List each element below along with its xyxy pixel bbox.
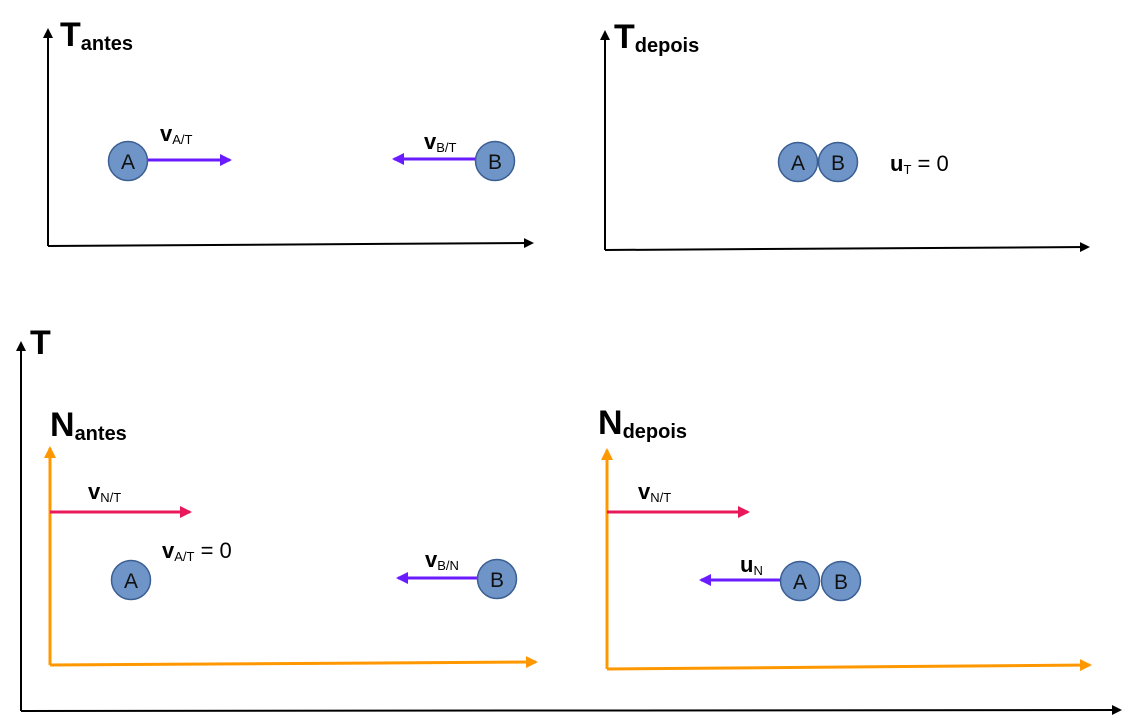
v-b-n-label: vB/N — [425, 547, 459, 573]
ball-a: A — [110, 559, 152, 601]
svg-text:A: A — [793, 571, 807, 594]
svg-text:A: A — [791, 152, 805, 175]
v-b-t-label: vB/T — [424, 129, 457, 155]
ball-a: A — [777, 141, 819, 183]
ball-b: B — [474, 140, 516, 182]
t-before-frame-label: Tantes — [60, 16, 133, 55]
t-outer-x-axis — [20, 705, 1122, 716]
svg-text:B: B — [834, 571, 848, 594]
t-after-frame-label: Tdepois — [614, 18, 699, 57]
ball-b: B — [817, 141, 859, 183]
svg-text:B: B — [831, 152, 845, 175]
t-after-x-axis — [604, 242, 1090, 253]
n-before-frame-label: Nantes — [50, 406, 127, 445]
t-before-x-axis — [47, 238, 534, 249]
t-outer-frame-label: T — [30, 324, 51, 362]
ball-a: A — [107, 140, 149, 182]
n-after-x-axis — [606, 659, 1092, 672]
n-before-x-axis — [49, 656, 538, 669]
svg-text:B: B — [488, 151, 502, 174]
panel-n-before: Nantes vN/T vA/T = 0 A vB/N B — [44, 406, 538, 669]
v-n-t-label: vN/T — [638, 479, 671, 505]
panel-t-before: Tantes vA/T A vB/T B — [43, 16, 534, 249]
svg-text:A: A — [124, 570, 138, 593]
v-a-t-zero-label: vA/T = 0 — [162, 538, 232, 564]
u-n-label: uN — [740, 552, 763, 578]
svg-text:B: B — [490, 569, 504, 592]
panel-t-outer: T — [16, 324, 1122, 716]
ball-b: B — [820, 560, 862, 602]
n-after-frame-label: Ndepois — [598, 404, 687, 443]
panel-n-after: Ndepois vN/T uN A B — [598, 404, 1092, 672]
ball-b: B — [476, 558, 518, 600]
u-t-label: uT = 0 — [890, 151, 949, 177]
panel-t-after: Tdepois A B uT = 0 — [600, 18, 1090, 253]
v-n-t-label: vN/T — [88, 479, 121, 505]
v-a-t-label: vA/T — [160, 121, 193, 147]
ball-a: A — [779, 560, 821, 602]
svg-text:A: A — [121, 151, 135, 174]
